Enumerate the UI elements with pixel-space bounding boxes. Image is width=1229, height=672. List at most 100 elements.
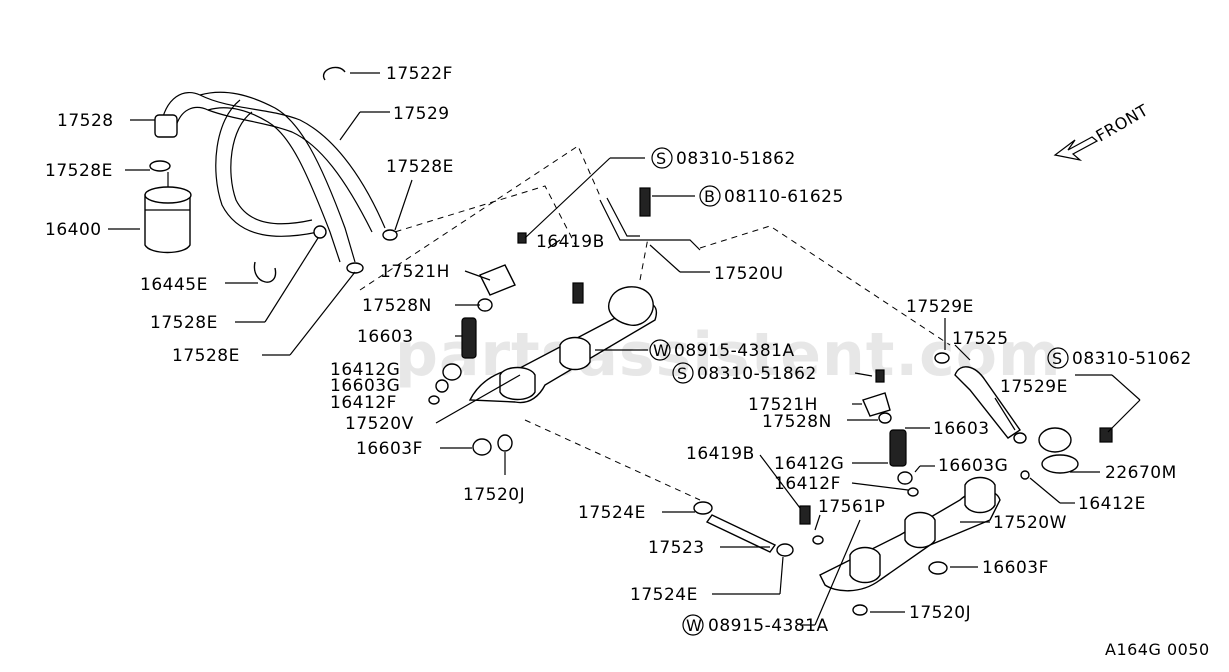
label-16419B-a: 16419B — [536, 232, 605, 252]
bracket-17521H-b-icon — [862, 392, 891, 417]
prefix-symbols: S B W S S W — [649, 147, 1069, 636]
figure-code: A164G 0050 — [1105, 640, 1210, 659]
o-ring-16412G-a-icon — [442, 363, 462, 381]
fuel-filter-16400-icon — [144, 172, 192, 254]
prefix-symbol-b: B — [704, 187, 715, 206]
o-ring-16412G-b-icon — [897, 471, 913, 485]
label-08915-4381A-a: 08915-4381A — [674, 341, 795, 361]
prefix-symbol-s-c: S — [1052, 349, 1063, 368]
label-08310-51862-b: 08310-51862 — [697, 364, 817, 384]
clamp-17528E-c-icon — [346, 262, 364, 274]
grommet-17528N-a-icon — [477, 298, 493, 312]
clamp-17528E-d-icon — [313, 225, 327, 239]
label-17521H-b: 17521H — [748, 395, 818, 415]
label-08110-61625: 08110-61625 — [724, 187, 844, 207]
injector-16603-b-icon — [889, 429, 907, 467]
label-08310-51862-a: 08310-51862 — [676, 149, 796, 169]
screw-s-a-icon — [517, 232, 527, 244]
label-17520W: 17520W — [993, 513, 1067, 533]
label-17528E-c: 17528E — [150, 313, 218, 333]
plug-17561P-icon — [812, 535, 824, 545]
clamp-17529E-b-icon — [1013, 432, 1027, 444]
injector-16603-a-icon — [461, 317, 477, 359]
front-direction-arrow-icon: FRONT — [1053, 100, 1152, 162]
clamp-17524E-b-icon — [776, 543, 794, 557]
label-17521H-a: 17521H — [380, 262, 450, 282]
label-16412F-a: 16412F — [330, 393, 397, 413]
label-16603G-a: 16603G — [330, 376, 400, 396]
clamp-17528E-icon — [149, 160, 171, 172]
label-16603-b: 16603 — [933, 419, 990, 439]
label-17520V: 17520V — [345, 414, 414, 434]
label-16412G-a: 16412G — [330, 360, 400, 380]
clamp-17524E-a-icon — [693, 501, 713, 515]
clamp-17529E-a-icon — [934, 352, 950, 364]
hose-17523-icon — [705, 514, 777, 553]
bolt-16419B-a-icon — [572, 282, 584, 304]
label-17561P: 17561P — [818, 497, 885, 517]
seal-16603F-a-icon — [472, 438, 492, 456]
label-17528N-b: 17528N — [762, 412, 832, 432]
seal-17520J-b-icon — [852, 604, 868, 616]
label-22670M: 22670M — [1105, 463, 1177, 483]
label-16412G-b: 16412G — [774, 454, 844, 474]
pressure-regulator-22670M-icon — [1038, 427, 1079, 474]
label-17529E-a: 17529E — [906, 297, 974, 317]
label-16603-a: 16603 — [357, 327, 414, 347]
assembly-outline-upper — [359, 145, 951, 501]
label-17525: 17525 — [952, 329, 1009, 349]
fuel-rail-lower-icon — [819, 476, 1001, 592]
label-17528: 17528 — [57, 111, 114, 131]
hose-end-17528 — [154, 114, 178, 138]
bolt-16419B-b-icon — [799, 505, 811, 525]
bracket-17521H-a-icon — [479, 264, 516, 296]
leader-lines — [108, 72, 1141, 626]
o-ring-16412E-icon — [1020, 470, 1030, 480]
label-16445E: 16445E — [140, 275, 208, 295]
bolt-b-icon — [639, 187, 651, 217]
prefix-symbol-s-b: S — [677, 364, 688, 383]
label-17528E-b: 17528E — [386, 157, 454, 177]
label-17520U: 17520U — [714, 264, 784, 284]
clamp-17528E-b-icon — [382, 229, 398, 241]
label-16419B-b: 16419B — [686, 444, 755, 464]
hose-17525-icon — [954, 366, 1021, 439]
prefix-symbol-w-b: W — [686, 616, 702, 635]
label-16603F-b: 16603F — [982, 558, 1049, 578]
label-17528E-a: 17528E — [45, 161, 113, 181]
part-labels: 17522F 17528 17529 17528E 17528E 16400 1… — [45, 64, 1210, 659]
front-label: FRONT — [1093, 100, 1152, 145]
label-17523: 17523 — [648, 538, 705, 558]
label-16603G-b: 16603G — [938, 456, 1008, 476]
label-17524E-a: 17524E — [578, 503, 646, 523]
o-ring-16603G-a-icon — [435, 379, 449, 393]
screw-s-b-icon — [875, 369, 885, 383]
label-17529-top: 17529 — [393, 104, 450, 124]
clip-16445E-icon — [253, 261, 277, 283]
grommet-17528N-b-icon — [878, 412, 892, 424]
o-ring-16412F-a-icon — [428, 395, 440, 405]
prefix-symbol-s-a: S — [656, 149, 667, 168]
label-08915-4381A-b: 08915-4381A — [708, 616, 829, 636]
prefix-symbol-w-a: W — [653, 341, 669, 360]
label-16412F-b: 16412F — [774, 474, 841, 494]
label-08310-51062: 08310-51062 — [1072, 349, 1192, 369]
label-17524E-b: 17524E — [630, 585, 698, 605]
clamp-17522F-icon — [322, 66, 346, 81]
label-17520J-a: 17520J — [463, 485, 525, 505]
fuel-hose-assembly — [149, 66, 398, 283]
label-17520J-b: 17520J — [909, 603, 971, 623]
label-16412E: 16412E — [1078, 494, 1146, 514]
o-ring-16412F-b-icon — [907, 487, 919, 497]
label-17529E-b: 17529E — [1000, 377, 1068, 397]
label-17528N-a: 17528N — [362, 296, 432, 316]
fuel-rail-upper-icon — [468, 197, 701, 404]
seal-17520J-a-icon — [497, 434, 513, 452]
label-17528E-d: 17528E — [172, 346, 240, 366]
label-16603F-a: 16603F — [356, 439, 423, 459]
label-17522F: 17522F — [386, 64, 453, 84]
label-16400: 16400 — [45, 220, 102, 240]
seal-16603F-b-icon — [928, 561, 948, 575]
